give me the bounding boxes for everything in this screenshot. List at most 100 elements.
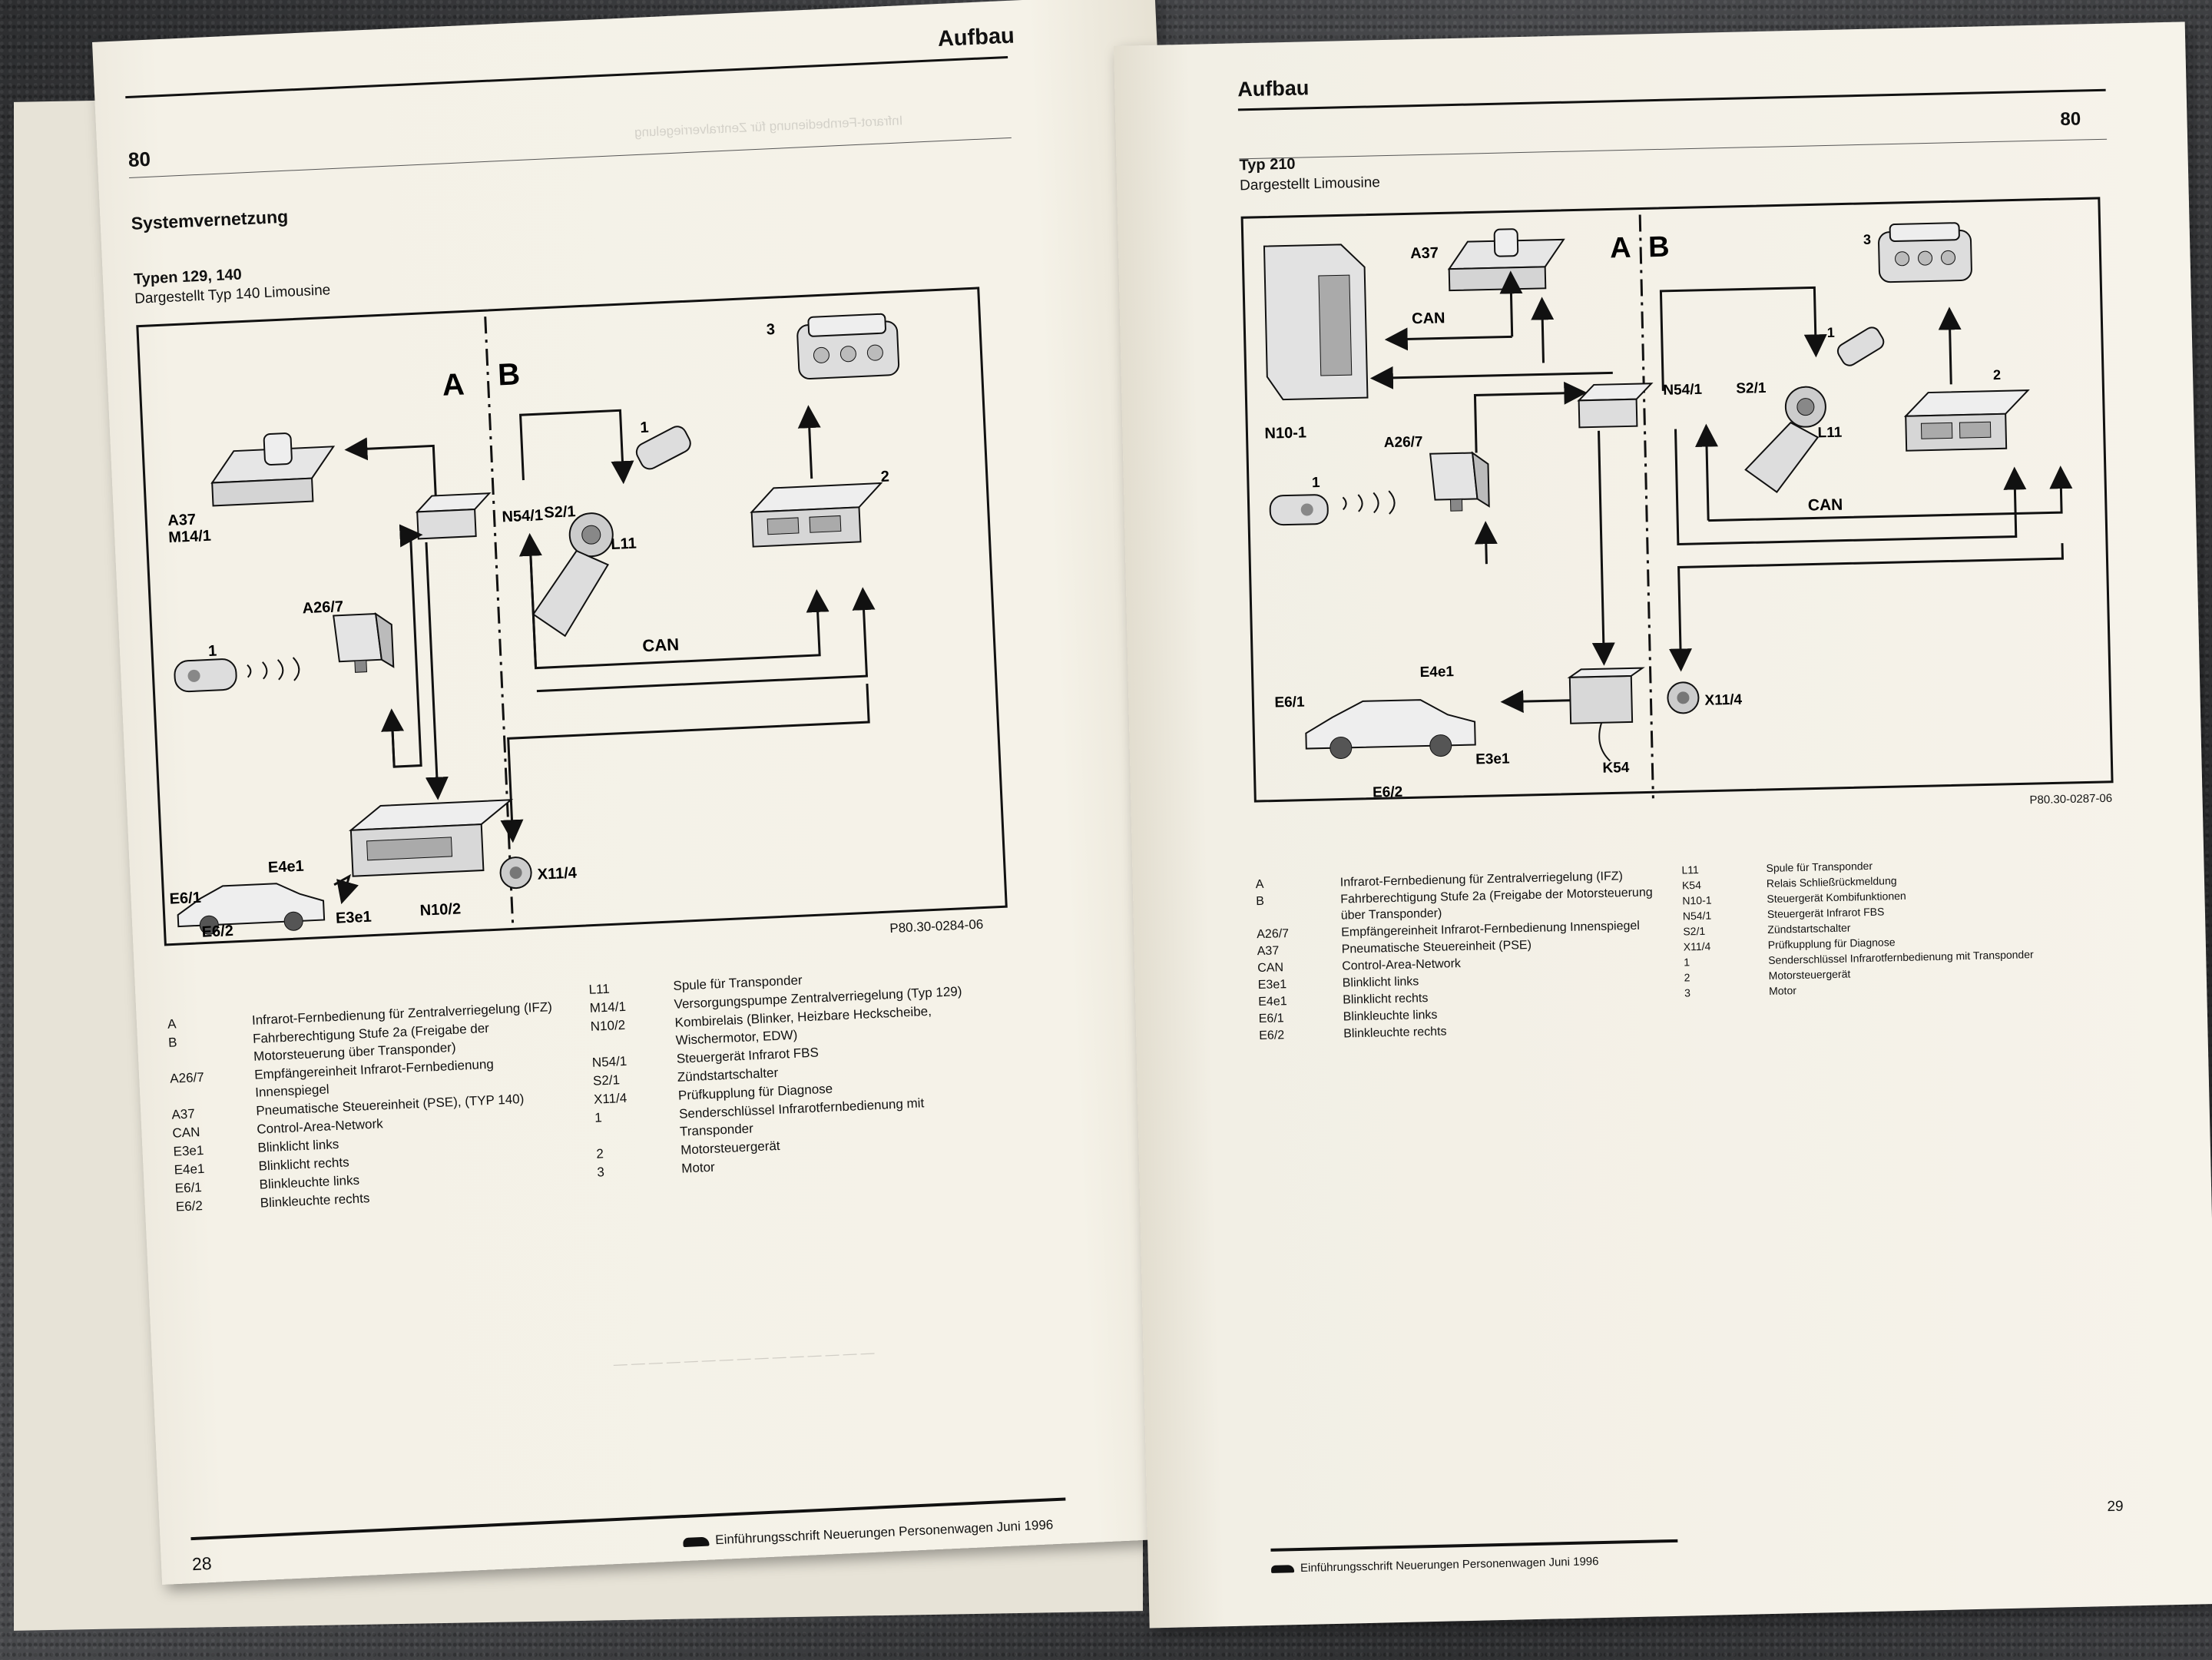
left-bleed-text: Infrarot-Fernbedienung für Zentralverrie… (634, 113, 903, 141)
left-header-rule (125, 55, 1008, 99)
left-label-s21: S2/1 (544, 503, 576, 522)
left-page-number: 28 (191, 1552, 213, 1575)
arrow-to-engine (797, 405, 821, 479)
remote-key-icon (1269, 494, 1329, 526)
legend-key: CAN (1257, 961, 1284, 976)
transmitter-key-icon (1836, 326, 1885, 366)
arrow-to-switch (519, 409, 634, 485)
legend-key: A26/7 (1257, 927, 1290, 942)
ir-waves-icon (1342, 490, 1396, 515)
right-label-l11: L11 (1817, 425, 1843, 442)
right-page-code: 80 (2060, 108, 2081, 131)
ir-waves-icon (247, 657, 300, 681)
arrow-to-n101 (1384, 327, 1512, 351)
right-page: Aufbau 80 Typ 210 Dargestellt Limousine … (1114, 22, 2212, 1629)
mirror-receiver-icon (333, 611, 395, 673)
right-label-a267: A26/7 (1384, 434, 1423, 451)
left-label-b: B (497, 357, 521, 392)
right-diagram-code: P80.30-0287-06 (2029, 791, 2113, 807)
right-types-title: Typ 210 (1239, 155, 1296, 174)
car-icon (1305, 699, 1476, 760)
legend-key: 3 (1684, 986, 1691, 999)
left-footer-text: Einführungsschrift Neuerungen Personenwa… (683, 1517, 1054, 1549)
right-footer-label: Einführungsschrift Neuerungen Personenwa… (1300, 1555, 1599, 1575)
legend-key: N10/2 (590, 1017, 626, 1034)
left-label-2: 2 (880, 469, 889, 485)
right-label-n101: N10-1 (1264, 424, 1306, 442)
legend-key: A26/7 (169, 1069, 205, 1086)
right-label-can-top: CAN (1412, 310, 1445, 327)
left-label-l11: L11 (611, 535, 637, 553)
legend-key: S2/1 (1683, 924, 1706, 938)
engine-icon (796, 313, 900, 380)
arrow-to-relay (425, 542, 449, 800)
left-page-code: 80 (127, 147, 151, 172)
right-code-rule (1239, 138, 2108, 160)
arrow-to-car (333, 873, 359, 905)
right-label-key-1: 1 (1826, 325, 1834, 340)
diagnosis-socket-icon (499, 857, 532, 890)
right-header-rule (1237, 88, 2106, 111)
control-unit-n54-icon (1577, 383, 1654, 429)
legend-key: 1 (1684, 956, 1690, 969)
legend-key: 2 (1684, 971, 1690, 984)
left-bleed-text-2: — — — — — — — — — — — — — — — (613, 1344, 875, 1372)
legend-key: L11 (1681, 863, 1700, 876)
left-system-diagram: 3 A37 M14/1 A B N54/1 1 S2/1 L11 (136, 287, 1008, 946)
right-label-1: 1 (1312, 475, 1320, 491)
legend-key: X11/4 (1683, 939, 1711, 953)
right-label-3: 3 (1863, 232, 1871, 247)
arrow-to-diagnosis (500, 684, 870, 843)
arrow-to-mirror (1474, 521, 1498, 565)
can-line-1 (1674, 429, 2027, 546)
arrow-n54-to-n101 (1369, 366, 1613, 389)
left-header: Aufbau (937, 23, 1015, 52)
can-up-arrow (1531, 297, 1555, 363)
control-unit-n54-icon (415, 492, 492, 540)
arrow-to-engine (1938, 306, 1962, 385)
arrow-to-pump-up (1499, 270, 1523, 337)
car-icon (177, 883, 326, 935)
legend-key: A (1255, 877, 1264, 892)
relay-k54-icon (1567, 667, 1645, 762)
legend-key: E3e1 (1257, 978, 1287, 992)
legend-key: E6/1 (1258, 1012, 1284, 1026)
right-page-number: 29 (2107, 1498, 2124, 1516)
engine-icon (1878, 222, 1972, 283)
arrow-to-diagnosis (1668, 543, 2064, 672)
left-code-rule (129, 137, 1012, 179)
can-line-3 (536, 587, 876, 693)
left-label-n541: N54/1 (502, 507, 543, 525)
left-label-e62: E6/2 (201, 923, 233, 941)
right-label-a37: A37 (1410, 244, 1439, 262)
right-footer-text: Einführungsschrift Neuerungen Personenwa… (1270, 1555, 1599, 1576)
legend-key: E6/2 (1259, 1029, 1285, 1043)
left-diagram-frame (136, 287, 1008, 946)
pump-unit-icon (1447, 228, 1565, 292)
right-label-e3e1: E3e1 (1475, 751, 1510, 768)
legend-key: A37 (1257, 944, 1280, 959)
left-label-a: A (442, 367, 465, 402)
car-logo-icon (1270, 1565, 1295, 1573)
right-label-k54: K54 (1602, 760, 1630, 777)
legend-key: E6/2 (175, 1198, 204, 1214)
ignition-switch-icon (531, 512, 614, 638)
combi-unit-n101-icon (1263, 244, 1369, 401)
right-header: Aufbau (1237, 76, 1310, 101)
left-label-e61: E6/1 (169, 890, 201, 908)
left-label-1: 1 (208, 642, 217, 659)
arrow-to-switch (1659, 286, 1827, 391)
left-types-title: Typen 129, 140 (133, 266, 243, 288)
right-divider-line (1638, 214, 1654, 799)
right-label-b: B (1648, 231, 1670, 264)
right-system-diagram: A37 A B 3 N10-1 CAN N54/1 (1240, 197, 2114, 803)
right-types-sub: Dargestellt Limousine (1239, 174, 1381, 194)
can-line-2 (518, 532, 542, 668)
left-label-a37: A37 (167, 512, 197, 530)
left-page: Aufbau 80 Systemvernetzung Typen 129, 14… (92, 0, 1225, 1585)
right-label-s21: S2/1 (1736, 380, 1767, 397)
